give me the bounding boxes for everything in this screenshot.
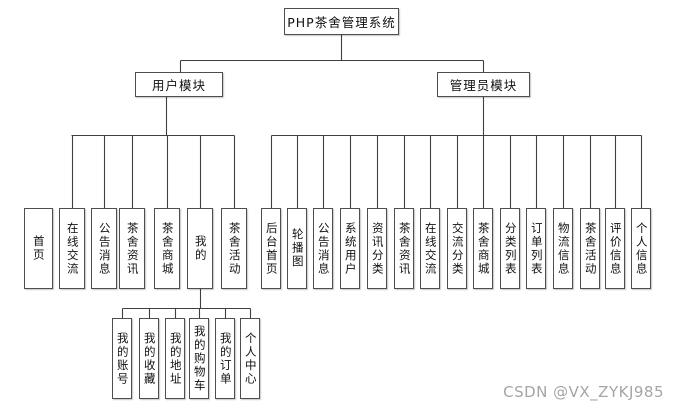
user-child-node-6: 茶舍活动	[221, 208, 247, 289]
admin-child-node-4: 资讯分类	[367, 208, 387, 289]
trunk-connector	[179, 35, 485, 72]
my-child-node-4: 我的订单	[215, 318, 235, 399]
my-branch-connector	[121, 289, 252, 318]
admin-child-node-13: 评价信息	[605, 208, 625, 289]
admin-child-node-0: 后台首页	[261, 208, 281, 289]
admin-child-node-7: 交流分类	[447, 208, 467, 289]
my-child-node-2: 我的地址	[165, 318, 185, 399]
admin-child-node-11: 物流信息	[553, 208, 573, 289]
admin-child-node-10: 订单列表	[526, 208, 546, 289]
my-child-node-1: 我的收藏	[139, 318, 159, 399]
user-child-node-3: 茶舍资讯	[119, 208, 145, 289]
user-child-node-0: 首页	[23, 208, 53, 289]
admin-branch-connector	[270, 97, 643, 208]
user-child-node-2: 公告消息	[91, 208, 117, 289]
user-branch-connector	[71, 97, 236, 208]
my-child-node-0: 我的账号	[112, 318, 132, 399]
admin-module-node: 管理员模块	[437, 72, 530, 97]
watermark: CSDN @VX_ZYKJ985	[503, 383, 664, 401]
root-node: PHP茶舍管理系统	[284, 8, 399, 35]
my-child-node-3: 我的购物车	[189, 318, 209, 399]
admin-child-node-2: 公告消息	[313, 208, 333, 289]
admin-child-node-12: 茶舍活动	[580, 208, 600, 289]
admin-child-node-9: 分类列表	[500, 208, 520, 289]
admin-child-node-3: 系统用户	[340, 208, 360, 289]
user-module-node: 用户模块	[135, 72, 223, 97]
my-child-node-5: 个人中心	[240, 318, 260, 399]
admin-child-node-1: 轮播图	[287, 208, 307, 289]
admin-child-node-8: 茶舍商城	[473, 208, 493, 289]
user-child-node-5: 我的	[187, 208, 213, 289]
user-child-node-1: 在线交流	[59, 208, 85, 289]
admin-child-node-14: 个人信息	[631, 208, 651, 289]
admin-child-node-5: 茶舍资讯	[394, 208, 414, 289]
user-child-node-4: 茶舍商城	[154, 208, 180, 289]
admin-child-node-6: 在线交流	[420, 208, 440, 289]
